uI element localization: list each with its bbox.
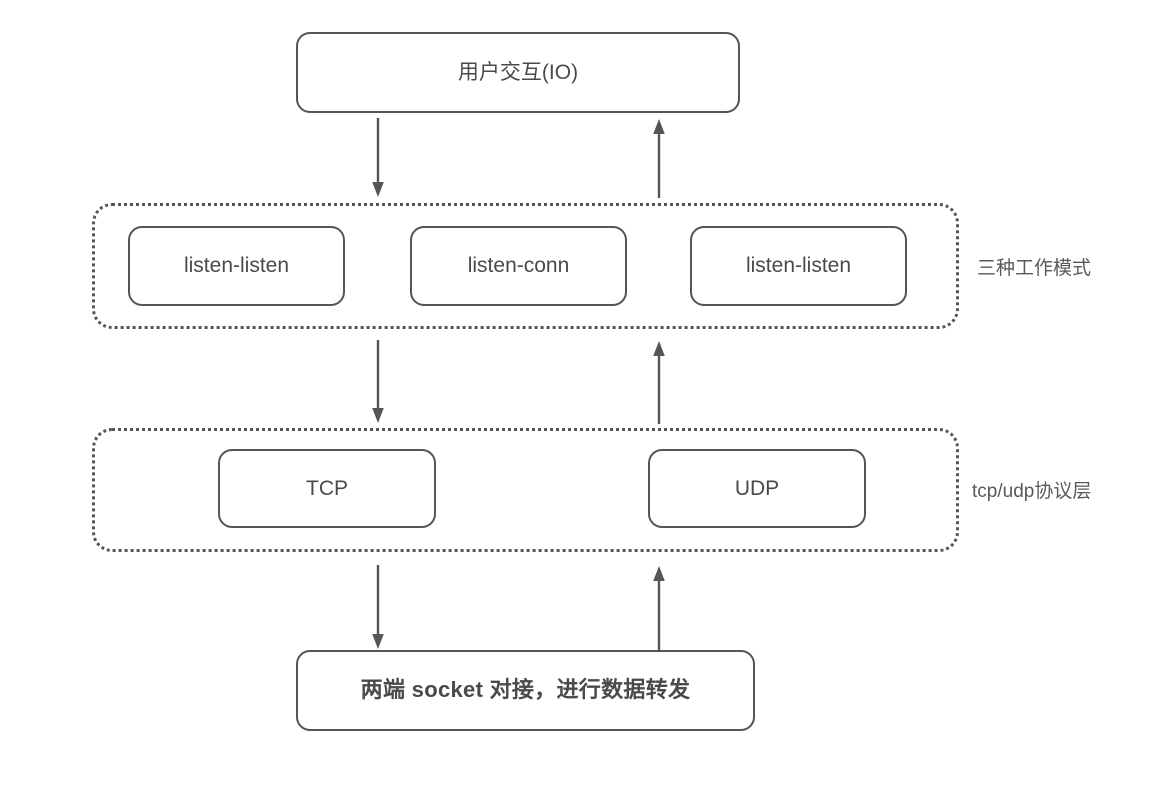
label-working-modes: 三种工作模式 — [977, 258, 1092, 279]
arrow-proto-to-modes-up — [650, 340, 668, 424]
arrow-modes-to-io-up — [650, 118, 668, 198]
node-udp[interactable]: UDP — [648, 449, 866, 528]
node-mode-listen-conn-label: listen-conn — [467, 254, 570, 278]
arrow-socket-to-proto-up — [650, 565, 668, 650]
label-protocol-layer: tcp/udp协议层 — [972, 481, 1092, 502]
node-socket-forwarding[interactable]: 两端 socket 对接，进行数据转发 — [296, 650, 755, 731]
group-working-modes — [92, 203, 959, 329]
node-udp-label: UDP — [734, 476, 780, 500]
group-protocol-layer — [92, 428, 959, 552]
node-user-io[interactable]: 用户交互(IO) — [296, 32, 740, 113]
node-mode-listen-listen-1-label: listen-listen — [183, 254, 290, 278]
arrow-modes-to-proto-down — [369, 340, 387, 424]
node-mode-listen-listen-2[interactable]: listen-listen — [690, 226, 907, 306]
node-tcp[interactable]: TCP — [218, 449, 436, 528]
node-socket-forwarding-label: 两端 socket 对接，进行数据转发 — [360, 677, 691, 703]
arrow-proto-to-socket-down — [369, 565, 387, 650]
node-tcp-label: TCP — [306, 476, 348, 500]
node-mode-listen-listen-2-label: listen-listen — [745, 254, 852, 278]
node-mode-listen-listen-1[interactable]: listen-listen — [128, 226, 345, 306]
node-mode-listen-conn[interactable]: listen-conn — [410, 226, 627, 306]
arrow-io-to-modes-down — [369, 118, 387, 198]
node-user-io-label: 用户交互(IO) — [457, 60, 579, 84]
